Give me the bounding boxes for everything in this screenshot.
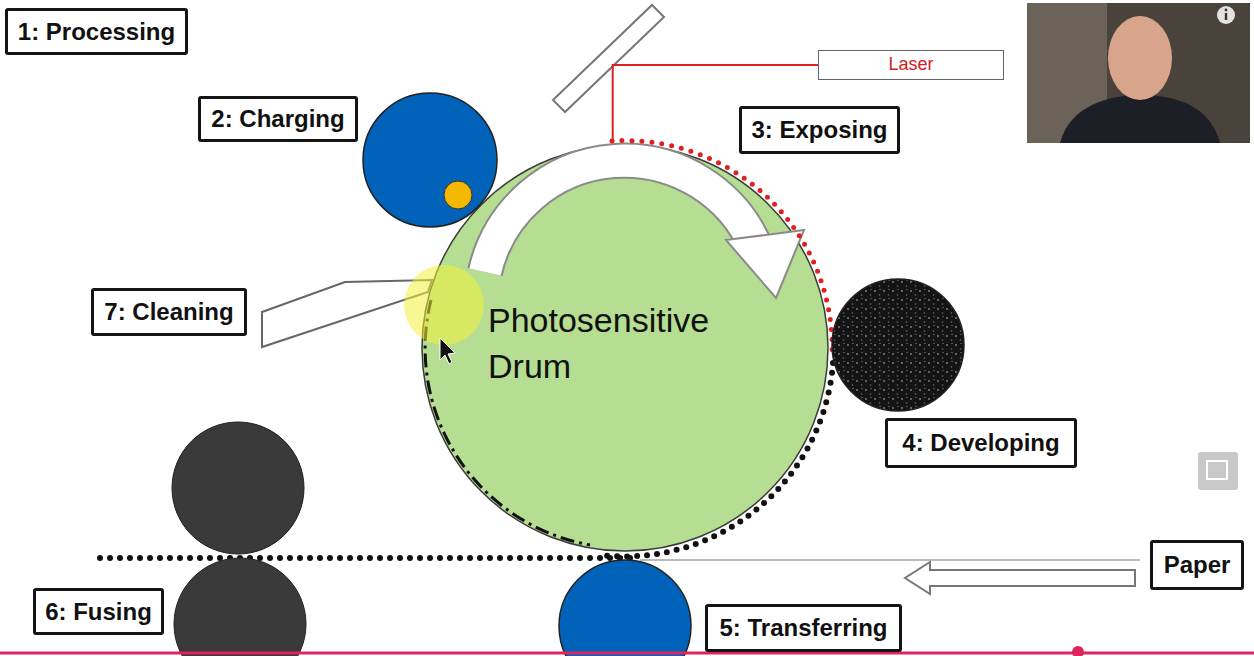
drum-circle-shape xyxy=(422,145,828,551)
webcam-inset xyxy=(1027,3,1250,143)
progress-knob xyxy=(1072,646,1084,656)
pressure-roller xyxy=(174,558,306,656)
toner-on-paper xyxy=(100,555,640,561)
webcam-shirt xyxy=(1060,95,1220,143)
step-text: 5: Transferring xyxy=(719,614,887,642)
step-text: 1: Processing xyxy=(18,18,175,46)
step-label: 7: Cleaning xyxy=(91,288,247,336)
player-button-icon xyxy=(1207,461,1227,479)
step-label: 4: Developing xyxy=(885,418,1077,468)
step-text: 4: Developing xyxy=(902,429,1059,457)
laser-box: Laser xyxy=(818,50,1004,80)
step-text: 6: Fusing xyxy=(45,598,152,626)
player-button xyxy=(1198,452,1238,490)
paper-sheet xyxy=(640,559,1140,561)
step-label: 6: Fusing xyxy=(33,588,164,635)
progress-bar xyxy=(0,652,1254,655)
drum-outline xyxy=(420,143,830,553)
laser-label: Laser xyxy=(888,55,933,75)
step-label: 3: Exposing xyxy=(739,106,900,154)
step-text: Paper xyxy=(1164,551,1231,579)
step-label: 1: Processing xyxy=(5,8,188,55)
mirror xyxy=(553,5,664,112)
step-label: 2: Charging xyxy=(198,96,358,142)
drum-label: Photosensitive Drum xyxy=(488,298,758,390)
roller-axle xyxy=(444,181,472,209)
step-text: 2: Charging xyxy=(211,105,344,133)
drum-circle: Photosensitive Drum xyxy=(420,143,830,553)
transfer-roller xyxy=(559,560,691,656)
step-label: 5: Transferring xyxy=(705,604,902,652)
pointer-highlight xyxy=(404,265,484,345)
developing-roller xyxy=(832,279,964,411)
paper-label: Paper xyxy=(1150,540,1244,590)
fuser-roller xyxy=(172,422,304,554)
step-text: 7: Cleaning xyxy=(104,298,233,326)
step-text: 3: Exposing xyxy=(751,116,887,144)
charging-roller xyxy=(363,93,497,227)
paper-direction-arrow xyxy=(905,562,1135,594)
webcam-face xyxy=(1108,16,1172,100)
info-icon-dot xyxy=(1225,9,1228,12)
info-icon xyxy=(1217,6,1235,24)
info-icon-stem xyxy=(1225,13,1227,20)
